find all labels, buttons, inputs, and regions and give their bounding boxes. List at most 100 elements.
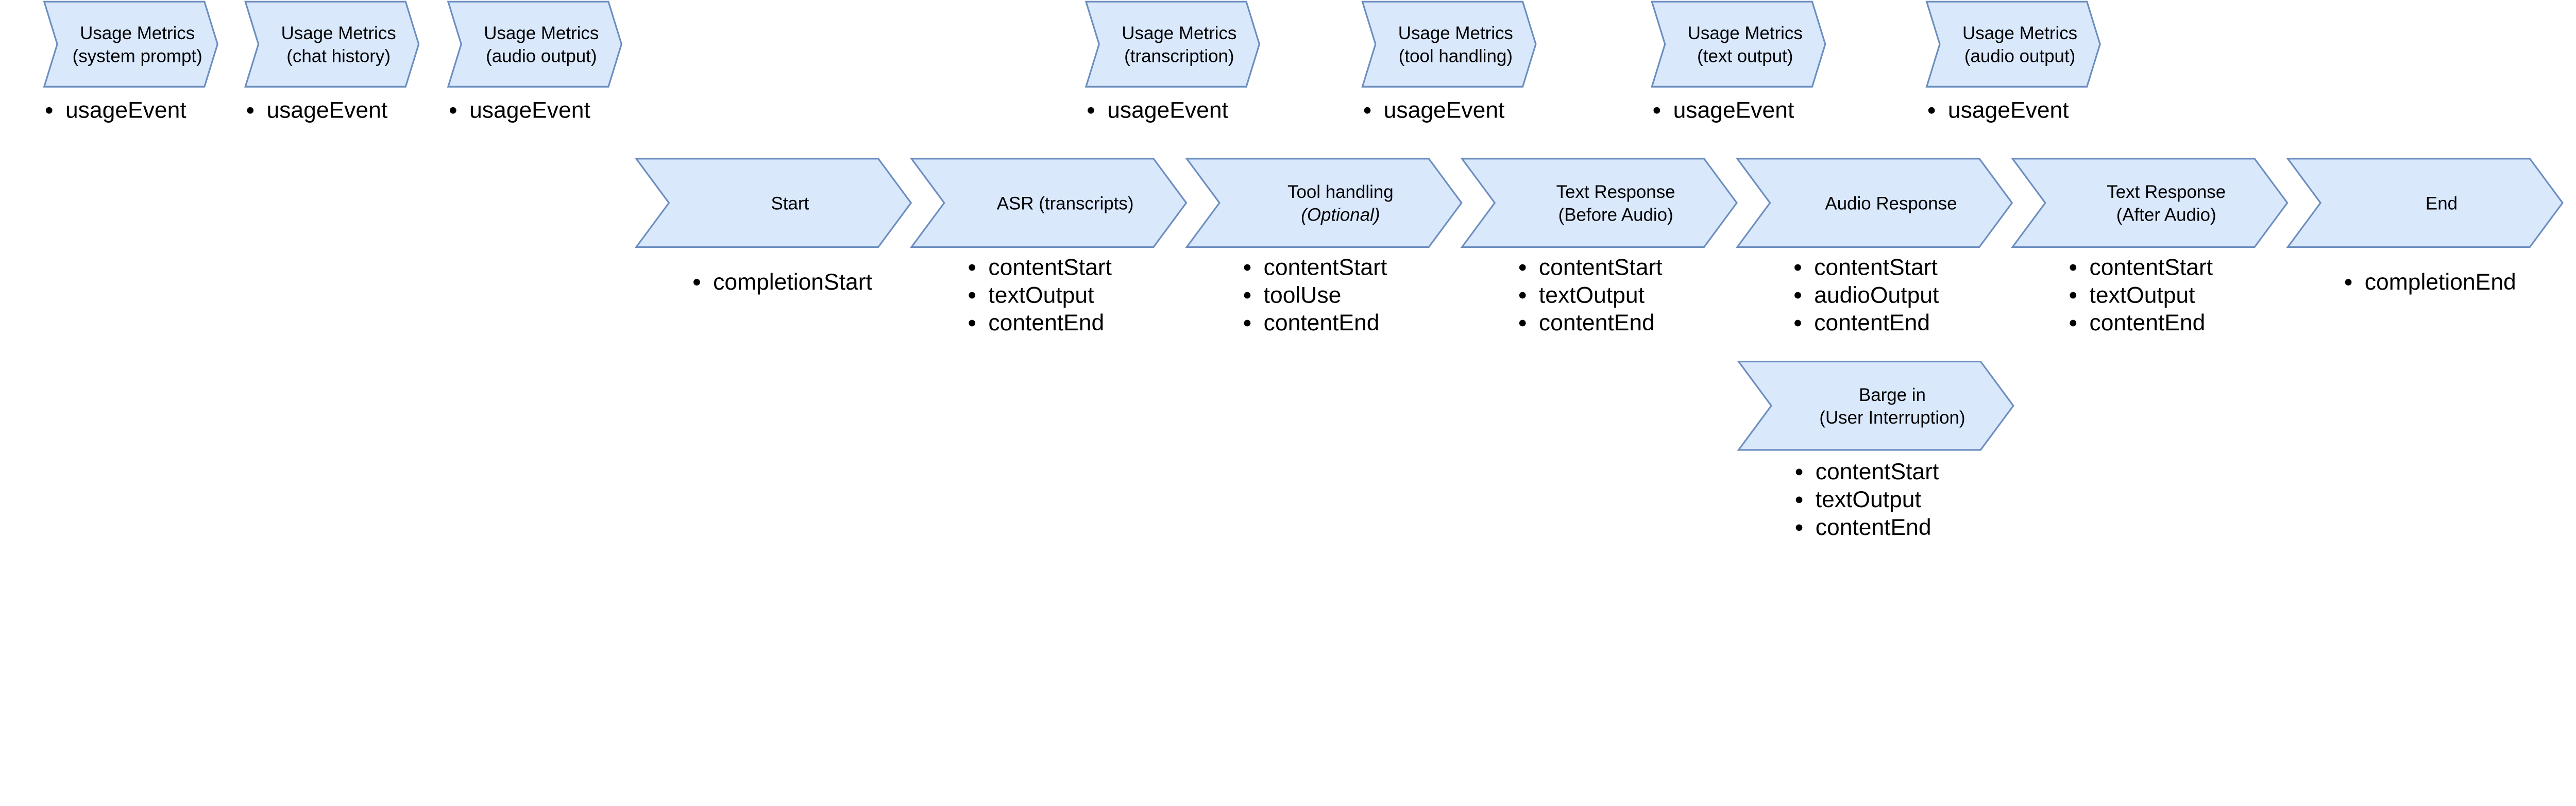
bullet-icon [1794, 292, 1801, 299]
step-title: Barge in [1859, 385, 1926, 405]
event-item: completionStart [713, 270, 872, 295]
event-item: audioOutput [1814, 282, 1939, 308]
event-item: contentEnd [1816, 515, 1931, 540]
bullet-icon [1519, 264, 1526, 271]
bullet-icon [969, 320, 975, 327]
bullet-icon [45, 107, 53, 114]
step-subtitle: (audio output) [486, 46, 597, 66]
event-list: usageEvent [1653, 98, 1794, 123]
event-item: contentStart [2090, 255, 2213, 280]
step-title: Usage Metrics [1962, 23, 2077, 43]
step-title: Usage Metrics [484, 23, 599, 43]
event-item: textOutput [1816, 487, 1922, 512]
bullet-icon [969, 264, 975, 271]
event-item: contentEnd [988, 310, 1104, 335]
bullet-icon [1519, 292, 1526, 299]
event-flow-diagram: Usage Metrics(system prompt)usageEventUs… [43, 1, 2564, 540]
flow-step: End completionEnd [2286, 158, 2564, 295]
event-item: contentEnd [1814, 310, 1930, 335]
event-item: textOutput [988, 282, 1094, 308]
bullet-icon [450, 107, 456, 114]
bullet-icon [1795, 496, 1803, 503]
chevron-shape [43, 1, 218, 88]
event-list: usageEvent [450, 98, 590, 123]
step-subtitle: (Optional) [1301, 205, 1380, 225]
usage-metrics-step: Usage Metrics (tool handling) usageEvent [1361, 1, 1537, 123]
step-title: Text Response [2107, 182, 2226, 202]
event-item: contentEnd [2090, 310, 2206, 335]
flow-step: ASR (transcripts) contentStarttextOutputc… [910, 158, 1188, 335]
bullet-icon [1244, 264, 1251, 271]
bullet-icon [2345, 279, 2352, 286]
bullet-icon [1794, 320, 1801, 327]
step-subtitle: (chat history) [286, 46, 391, 66]
chevron-shape [1361, 1, 1537, 88]
chevron-shape [1460, 158, 1738, 248]
usage-metrics-step: Usage Metrics (audio output) usageEvent [447, 1, 622, 123]
chevron-shape [1735, 158, 2013, 248]
flow-step: Audio Response contentStartaudioOutputcon… [1735, 158, 2013, 335]
event-item: usageEvent [1384, 98, 1505, 123]
step-subtitle: (Before Audio) [1558, 205, 1673, 225]
event-list: usageEvent [1088, 98, 1229, 123]
step-title: Usage Metrics [281, 23, 396, 43]
bullet-icon [1795, 468, 1803, 476]
step-title: Start [771, 193, 809, 213]
step-title: End [2426, 193, 2458, 213]
event-list: usageEvent [247, 98, 388, 123]
bullet-icon [1794, 264, 1801, 271]
bullet-icon [1653, 107, 1660, 114]
step-title: ASR (transcripts) [997, 193, 1134, 213]
bullet-icon [693, 279, 700, 286]
event-item: usageEvent [1107, 98, 1228, 123]
event-item: usageEvent [65, 98, 187, 123]
event-item: usageEvent [1673, 98, 1794, 123]
step-subtitle: (tool handling) [1399, 46, 1513, 66]
step-subtitle: (transcription) [1124, 46, 1234, 66]
bullet-icon [1088, 107, 1094, 114]
event-list: usageEvent [45, 98, 187, 123]
step-title: Usage Metrics [1398, 23, 1513, 43]
event-item: textOutput [1539, 282, 1645, 308]
chevron-shape [2011, 158, 2289, 248]
chevron-shape [634, 158, 912, 248]
bullet-icon [1519, 320, 1526, 327]
usage-metrics-step: Usage Metrics (system prompt) usageEvent [43, 1, 218, 123]
event-item: contentStart [988, 255, 1112, 280]
step-title: Tool handling [1287, 182, 1394, 202]
event-item: usageEvent [266, 98, 387, 123]
flow-step: Start completionStart [634, 158, 912, 295]
event-item: contentEnd [1539, 310, 1655, 335]
event-list: usageEvent [1364, 98, 1505, 123]
flow-step: Text Response (After Audio) contentStartte… [2011, 158, 2289, 335]
step-title: Audio Response [1825, 193, 1957, 213]
event-item: contentStart [1814, 255, 1938, 280]
bullet-icon [1928, 107, 1935, 114]
usage-metrics-step: Usage Metrics(text output)usageEvent [1651, 1, 1826, 123]
event-item: usageEvent [469, 98, 590, 123]
step-title: Usage Metrics [1122, 23, 1236, 43]
event-item: completionEnd [2365, 270, 2516, 295]
event-list: usageEvent [1928, 98, 2069, 123]
step-title: Usage Metrics [1688, 23, 1803, 43]
step-title: Text Response [1556, 182, 1675, 202]
bullet-icon [969, 292, 975, 299]
event-item: contentStart [1539, 255, 1663, 280]
chevron-shape [1185, 158, 1463, 248]
chevron-shape [910, 158, 1188, 248]
flow-step: Tool handling (Optional) contentStarttoolU… [1185, 158, 1463, 335]
bullet-icon [247, 107, 254, 114]
event-item: usageEvent [1948, 98, 2069, 123]
event-item: contentStart [1816, 459, 1939, 484]
usage-metrics-step: Usage Metrics (chat history) usageEvent [244, 1, 420, 123]
event-list: contentStart textOutput contentEnd [1795, 459, 1939, 540]
step-title: Usage Metrics [80, 23, 195, 43]
chevron-shape [447, 1, 622, 88]
step-subtitle: (system prompt) [73, 46, 202, 66]
step-subtitle: (User Interruption) [1819, 408, 1965, 428]
step-subtitle: (After Audio) [2116, 205, 2216, 225]
